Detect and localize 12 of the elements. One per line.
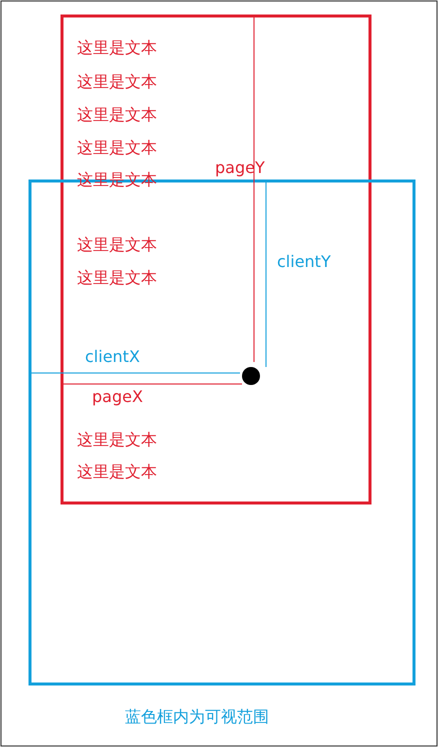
dimension-label: pageX xyxy=(92,387,143,407)
dimension-label: clientY xyxy=(277,252,331,272)
text-line: 这里是文本 xyxy=(77,138,157,158)
text-line: 这里是文本 xyxy=(77,462,157,482)
text-line: 这里是文本 xyxy=(77,430,157,450)
text-line: 这里是文本 xyxy=(77,105,157,125)
dimension-label: clientX xyxy=(85,347,140,367)
caption: 蓝色框内为可视范围 xyxy=(125,707,269,727)
text-line: 这里是文本 xyxy=(77,268,157,288)
text-line: 这里是文本 xyxy=(77,38,157,58)
text-line: 这里是文本 xyxy=(77,235,157,255)
text-line: 这里是文本 xyxy=(77,72,157,92)
